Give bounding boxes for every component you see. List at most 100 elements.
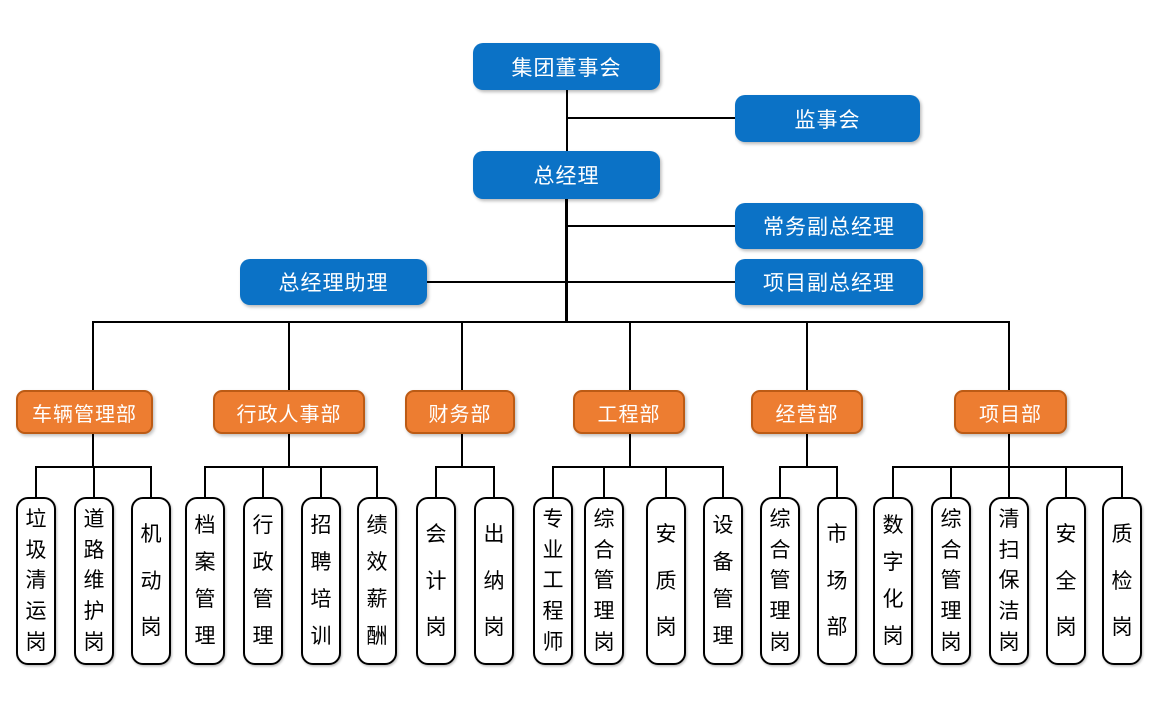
connector-line — [892, 466, 894, 497]
node-project-deputy-gm-label: 项目副总经理 — [763, 272, 895, 295]
connector-line — [629, 322, 631, 390]
connector-line — [565, 199, 568, 322]
node-supervisory-board: 监事会 — [735, 95, 920, 142]
connector-line — [1008, 322, 1010, 390]
position-label-char: 理 — [593, 600, 615, 624]
department-node: 行政人事部 — [213, 390, 365, 434]
position-node: 安质岗 — [646, 497, 686, 665]
node-executive-deputy-gm-label: 常务副总经理 — [763, 216, 895, 239]
position-node: 质检岗 — [1102, 497, 1142, 665]
position-label-char: 维 — [83, 569, 105, 593]
position-label-char: 管 — [593, 569, 615, 593]
connector-line — [204, 466, 206, 497]
position-label-char: 聘 — [310, 551, 332, 574]
position-node: 垃圾清运岗 — [16, 497, 56, 665]
position-label-char: 出 — [483, 523, 505, 547]
position-label-char: 路 — [83, 538, 105, 562]
position-label-char: 管 — [769, 569, 791, 593]
connector-line — [288, 322, 290, 390]
connector-line — [892, 466, 1123, 468]
position-label-char: 行 — [252, 514, 274, 537]
department-node: 车辆管理部 — [16, 390, 153, 434]
connector-line — [461, 322, 463, 390]
connector-line — [806, 322, 808, 390]
connector-line — [92, 322, 94, 390]
node-supervisory-board-label: 监事会 — [794, 108, 861, 132]
position-label-char: 清 — [25, 569, 47, 593]
department-label: 项目部 — [979, 403, 1042, 426]
position-label-char: 政 — [252, 551, 274, 574]
position-node: 行政管理 — [243, 497, 283, 665]
position-label-char: 理 — [252, 625, 274, 648]
node-gm-assistant-label: 总经理助理 — [278, 272, 389, 295]
position-label-char: 设 — [712, 514, 734, 537]
position-label-char: 岗 — [998, 631, 1020, 655]
connector-line — [552, 466, 724, 468]
position-label-char: 招 — [310, 514, 332, 537]
position-label-char: 质 — [1111, 523, 1133, 547]
connector-line — [779, 466, 838, 468]
position-label-char: 理 — [194, 625, 216, 648]
position-label-char: 扫 — [998, 538, 1020, 562]
department-node: 工程部 — [573, 390, 685, 434]
position-label-char: 场 — [826, 569, 848, 593]
position-label-char: 案 — [194, 551, 216, 574]
connector-line — [665, 466, 667, 497]
connector-line — [950, 466, 952, 497]
position-label-char: 备 — [712, 551, 734, 574]
position-node: 综合管理岗 — [584, 497, 624, 665]
position-label-char: 程 — [542, 600, 564, 624]
connector-line — [288, 434, 290, 466]
connector-line — [435, 466, 437, 497]
connector-line — [435, 466, 495, 468]
connector-line — [150, 466, 152, 497]
connector-line — [461, 434, 463, 466]
connector-line — [567, 117, 735, 119]
position-label-char: 训 — [310, 625, 332, 648]
position-node: 市场部 — [817, 497, 857, 665]
department-node: 财务部 — [405, 390, 515, 434]
department-node: 经营部 — [751, 390, 863, 434]
position-node: 综合管理岗 — [931, 497, 971, 665]
position-node: 安全岗 — [1046, 497, 1086, 665]
connector-line — [204, 466, 378, 468]
node-gm-assistant: 总经理助理 — [240, 259, 427, 305]
position-label-char: 计 — [425, 569, 447, 593]
position-label-char: 效 — [366, 551, 388, 574]
position-label-char: 安 — [655, 523, 677, 547]
connector-line — [427, 281, 735, 283]
position-label-char: 管 — [712, 588, 734, 611]
position-label-char: 岗 — [1055, 615, 1077, 639]
position-label-char: 检 — [1111, 569, 1133, 593]
position-label-char: 岗 — [655, 615, 677, 639]
position-label-char: 综 — [769, 507, 791, 531]
position-label-char: 动 — [140, 569, 162, 593]
position-label-char: 化 — [882, 588, 904, 611]
position-label-char: 岗 — [593, 631, 615, 655]
department-label: 车辆管理部 — [32, 403, 137, 426]
position-label-char: 运 — [25, 600, 47, 624]
position-node: 招聘培训 — [301, 497, 341, 665]
position-label-char: 档 — [194, 514, 216, 537]
connector-line — [262, 466, 264, 497]
connector-line — [1008, 434, 1010, 466]
position-label-char: 综 — [593, 507, 615, 531]
position-label-char: 合 — [940, 538, 962, 562]
position-label-char: 工 — [542, 569, 564, 593]
connector-line — [1008, 466, 1010, 497]
position-node: 数字化岗 — [873, 497, 913, 665]
connector-line — [566, 90, 568, 151]
position-label-char: 全 — [1055, 569, 1077, 593]
connector-line — [629, 434, 631, 466]
position-label-char: 合 — [769, 538, 791, 562]
position-label-char: 岗 — [940, 631, 962, 655]
node-group-board-label: 集团董事会 — [511, 56, 622, 80]
position-label-char: 培 — [310, 588, 332, 611]
position-label-char: 护 — [83, 600, 105, 624]
node-group-board: 集团董事会 — [473, 43, 660, 90]
position-label-char: 绩 — [366, 514, 388, 537]
position-label-char: 安 — [1055, 523, 1077, 547]
position-label-char: 综 — [940, 507, 962, 531]
department-label: 行政人事部 — [236, 403, 342, 426]
